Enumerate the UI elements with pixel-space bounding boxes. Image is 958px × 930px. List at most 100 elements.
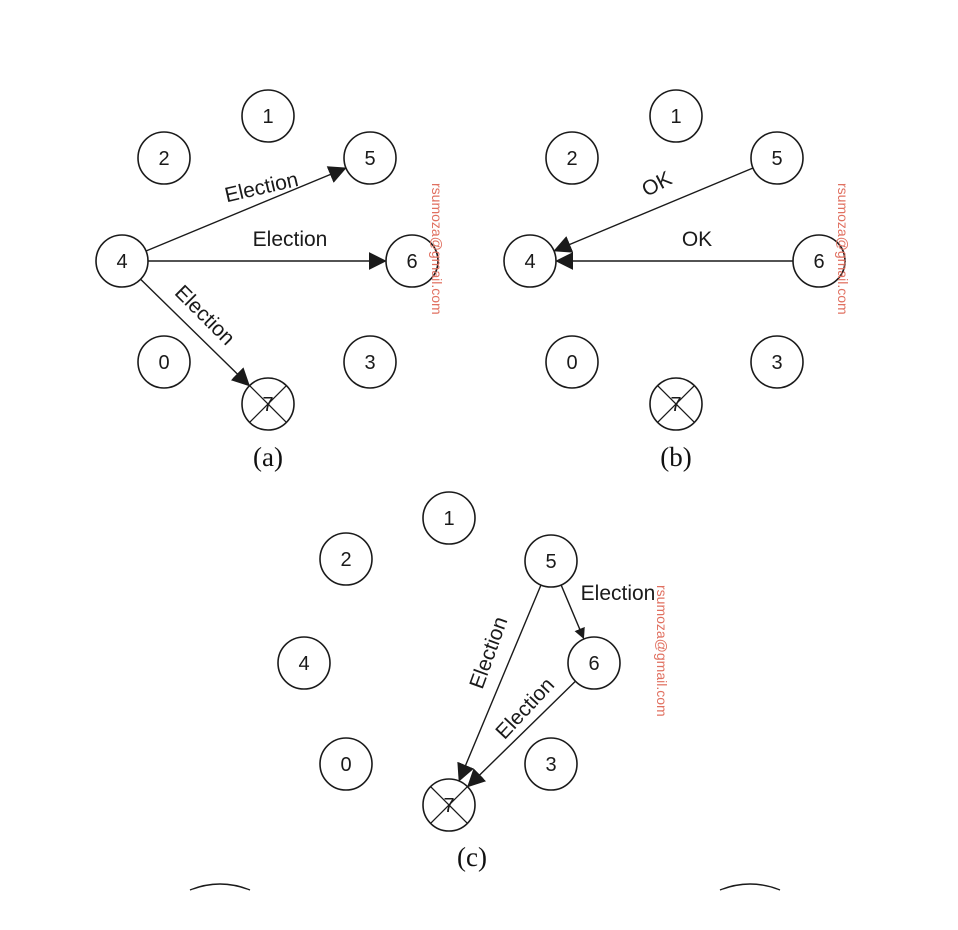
node-3: 3 [524, 737, 578, 791]
node-circle [750, 131, 804, 185]
edge-5-to-6: Election [560, 582, 656, 640]
node-7: 7 [422, 778, 476, 832]
node-label: 2 [340, 549, 351, 571]
node-label: 3 [771, 352, 782, 374]
node-circle [277, 636, 331, 690]
node-label: 0 [566, 352, 577, 374]
panel-caption: (a) [253, 442, 283, 472]
node-label: 6 [813, 251, 824, 273]
node-0: 0 [319, 737, 373, 791]
node-label: 3 [545, 754, 556, 776]
node-0: 0 [545, 335, 599, 389]
edge-label: Election [491, 673, 559, 743]
node-label: 1 [443, 508, 454, 530]
cutoff-circle-left [189, 883, 251, 891]
node-circle [649, 89, 703, 143]
node-6: 6 [792, 234, 846, 288]
node-label: 5 [771, 148, 782, 170]
edge-arrow [553, 167, 754, 253]
node-circle [792, 234, 846, 288]
node-circle [524, 737, 578, 791]
node-circle [385, 234, 439, 288]
edge-6-to-4: OK [555, 228, 793, 270]
node-circle [319, 532, 373, 586]
node-circle [545, 131, 599, 185]
node-label: 4 [116, 251, 127, 273]
node-2: 2 [319, 532, 373, 586]
node-circle [137, 335, 191, 389]
node-4: 4 [95, 234, 149, 288]
node-1: 1 [422, 491, 476, 545]
node-3: 3 [343, 335, 397, 389]
edge-arrow [145, 166, 347, 252]
node-label: 4 [524, 251, 535, 273]
node-4: 4 [277, 636, 331, 690]
node-2: 2 [545, 131, 599, 185]
panel-caption: (c) [457, 842, 487, 872]
node-label: 1 [262, 106, 273, 128]
node-4: 4 [503, 234, 557, 288]
edge-arrow [560, 584, 585, 640]
node-6: 6 [385, 234, 439, 288]
panel-caption: (b) [660, 442, 691, 472]
edge-label: Election [170, 281, 239, 350]
edge-label: Election [253, 228, 328, 251]
failed-cross-mark [656, 384, 696, 424]
node-6: 6 [567, 636, 621, 690]
edge-label: OK [638, 167, 676, 202]
node-label: 3 [364, 352, 375, 374]
failed-cross-mark [248, 384, 288, 424]
node-1: 1 [241, 89, 295, 143]
node-circle [241, 89, 295, 143]
node-label: 6 [406, 251, 417, 273]
panel-b: OK OK 1 2 5 4 6 0 3 7 (b) rsumoza@gmail.com [503, 89, 851, 472]
node-label: 0 [158, 352, 169, 374]
node-circle [343, 335, 397, 389]
node-circle [567, 636, 621, 690]
node-label: 0 [340, 754, 351, 776]
node-5: 5 [524, 534, 578, 588]
node-circle [422, 491, 476, 545]
watermark: rsumoza@gmail.com [429, 183, 445, 315]
node-circle [545, 335, 599, 389]
node-label: 4 [298, 653, 309, 675]
node-label: 1 [670, 106, 681, 128]
node-5: 5 [343, 131, 397, 185]
edge-label: Election [223, 168, 301, 207]
edge-arrow [140, 278, 250, 387]
node-label: 7 [443, 795, 454, 817]
failed-cross-mark [429, 785, 469, 825]
node-label: 2 [158, 148, 169, 170]
cutoff-circle-right [719, 883, 781, 891]
node-label: 5 [364, 148, 375, 170]
node-circle [750, 335, 804, 389]
node-7: 7 [241, 377, 295, 431]
node-label: 5 [545, 551, 556, 573]
node-1: 1 [649, 89, 703, 143]
node-label: 2 [566, 148, 577, 170]
node-circle [503, 234, 557, 288]
node-5: 5 [750, 131, 804, 185]
node-2: 2 [137, 131, 191, 185]
node-7: 7 [649, 377, 703, 431]
node-circle [319, 737, 373, 791]
edge-arrow [467, 680, 576, 788]
node-3: 3 [750, 335, 804, 389]
node-circle [524, 534, 578, 588]
node-label: 7 [262, 394, 273, 416]
node-circle [343, 131, 397, 185]
edge-label: OK [682, 228, 712, 251]
edge-label: Election [581, 582, 656, 605]
edge-label: Election [465, 614, 512, 692]
watermark: rsumoza@gmail.com [835, 183, 851, 315]
node-circle [95, 234, 149, 288]
edge-arrow [457, 584, 542, 782]
node-circle [137, 131, 191, 185]
node-label: 7 [670, 394, 681, 416]
node-0: 0 [137, 335, 191, 389]
edge-4-to-6: Election [148, 228, 387, 270]
watermark: rsumoza@gmail.com [654, 585, 670, 717]
